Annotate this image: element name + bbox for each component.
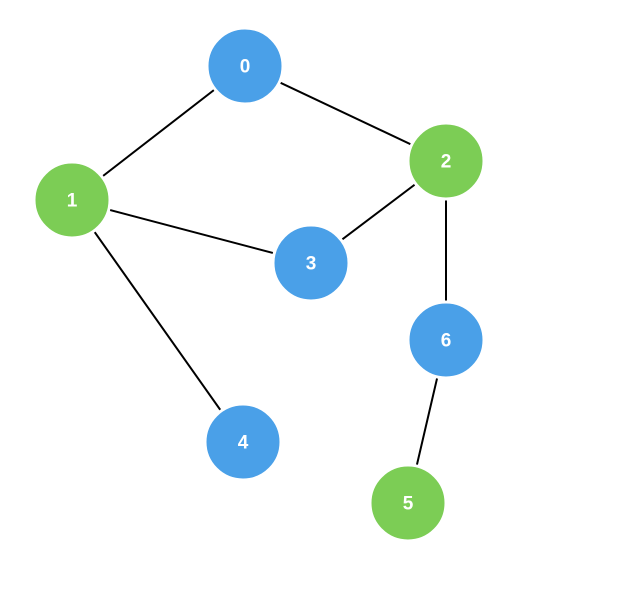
node-circle-6[interactable] bbox=[406, 300, 486, 380]
node-circle-0[interactable] bbox=[205, 26, 285, 106]
node-circle-5[interactable] bbox=[368, 463, 448, 543]
graph-edge-1-3 bbox=[71, 199, 312, 264]
graph-node-3[interactable]: 3 bbox=[271, 223, 351, 303]
node-circle-2[interactable] bbox=[406, 121, 486, 201]
graph-node-6[interactable]: 6 bbox=[406, 300, 486, 380]
node-circle-1[interactable] bbox=[32, 160, 112, 240]
node-circle-4[interactable] bbox=[203, 402, 283, 482]
graph-node-2[interactable]: 2 bbox=[406, 121, 486, 201]
graph-node-5[interactable]: 5 bbox=[368, 463, 448, 543]
node-circle-3[interactable] bbox=[271, 223, 351, 303]
graph-node-0[interactable]: 0 bbox=[205, 26, 285, 106]
graph-node-4[interactable]: 4 bbox=[203, 402, 283, 482]
graph-node-1[interactable]: 1 bbox=[32, 160, 112, 240]
graph-edge-1-4 bbox=[71, 199, 244, 443]
